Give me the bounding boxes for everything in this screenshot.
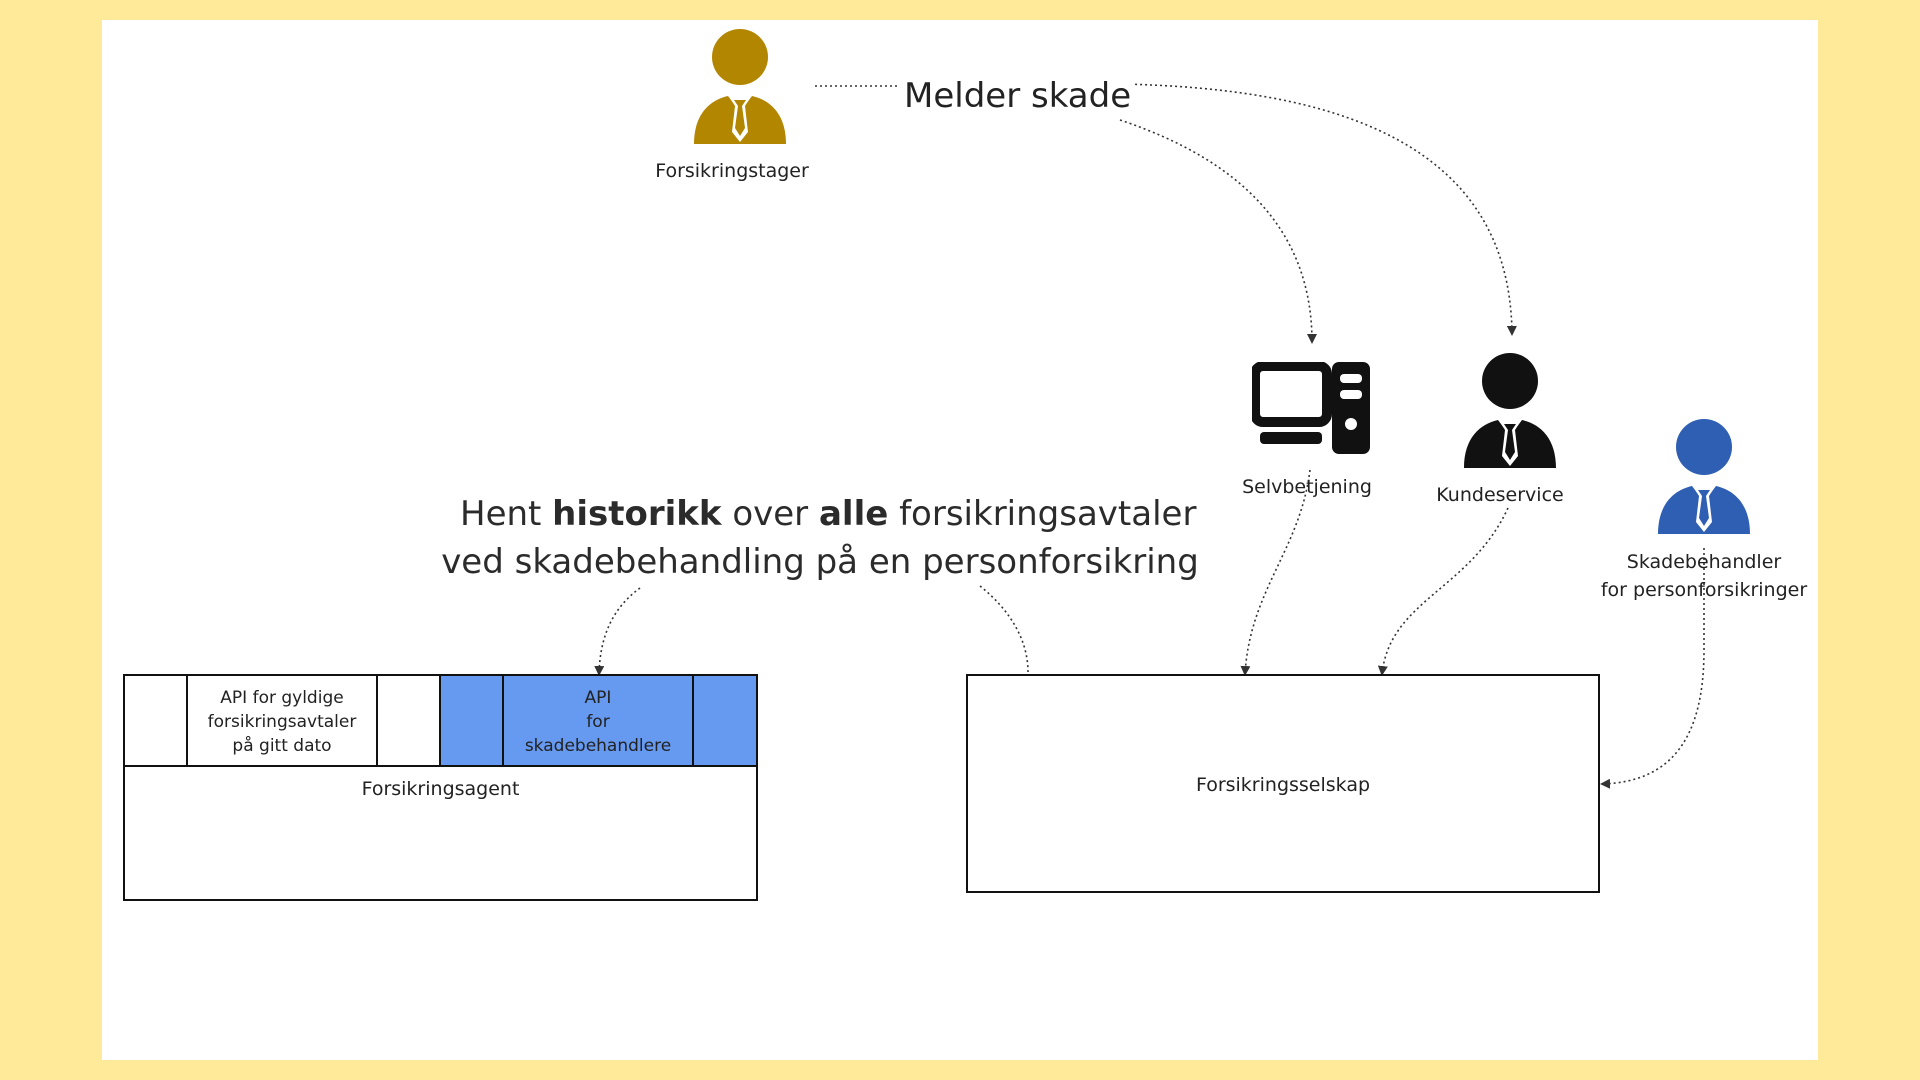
- agent-cell-6: [694, 676, 756, 765]
- api-claims-handlers: API for skadebehandlere: [504, 676, 694, 765]
- api-claims-line2: for: [586, 712, 610, 732]
- company-box: Forsikringsselskap: [966, 674, 1600, 893]
- agent-cell-4: [441, 676, 504, 765]
- api-valid-line2: forsikringsavtaler: [207, 712, 357, 732]
- policyholder-icon: [694, 29, 786, 144]
- claims-handler-label-line1: Skadebehandler: [1626, 551, 1782, 573]
- agent-box: API for gyldige forsikringsavtaler på gi…: [123, 674, 758, 901]
- agent-cell-1: [125, 676, 188, 765]
- company-title: Forsikringsselskap: [1195, 774, 1371, 796]
- claims-handler-icon: [1658, 419, 1750, 534]
- api-claims-line1: API: [584, 688, 612, 708]
- report-claim-label: Melder skade: [900, 76, 1136, 116]
- diagram-canvas: [102, 20, 1818, 1060]
- customer-service-label: Kundeservice: [1436, 484, 1564, 506]
- api-valid-line1: API for gyldige: [220, 688, 344, 708]
- query-text-line2: ved skadebehandling på en personforsikri…: [441, 542, 1199, 582]
- self-service-label: Selvbetjening: [1242, 476, 1372, 498]
- api-valid-agreements: API for gyldige forsikringsavtaler på gi…: [188, 676, 378, 765]
- policyholder-label: Forsikringstager: [655, 160, 809, 182]
- agent-title: Forsikringsagent: [361, 778, 520, 800]
- claims-handler-label-line2: for personforsikringer: [1600, 579, 1808, 601]
- api-valid-line3: på gitt dato: [232, 736, 332, 756]
- customer-service-icon: [1464, 353, 1556, 468]
- query-text-line1: Hent historikk over alle forsikringsavta…: [460, 494, 1197, 534]
- agent-cell-3: [378, 676, 441, 765]
- agent-api-row: API for gyldige forsikringsavtaler på gi…: [123, 674, 758, 767]
- computer-icon: [1252, 362, 1370, 454]
- api-claims-line3: skadebehandlere: [524, 736, 672, 756]
